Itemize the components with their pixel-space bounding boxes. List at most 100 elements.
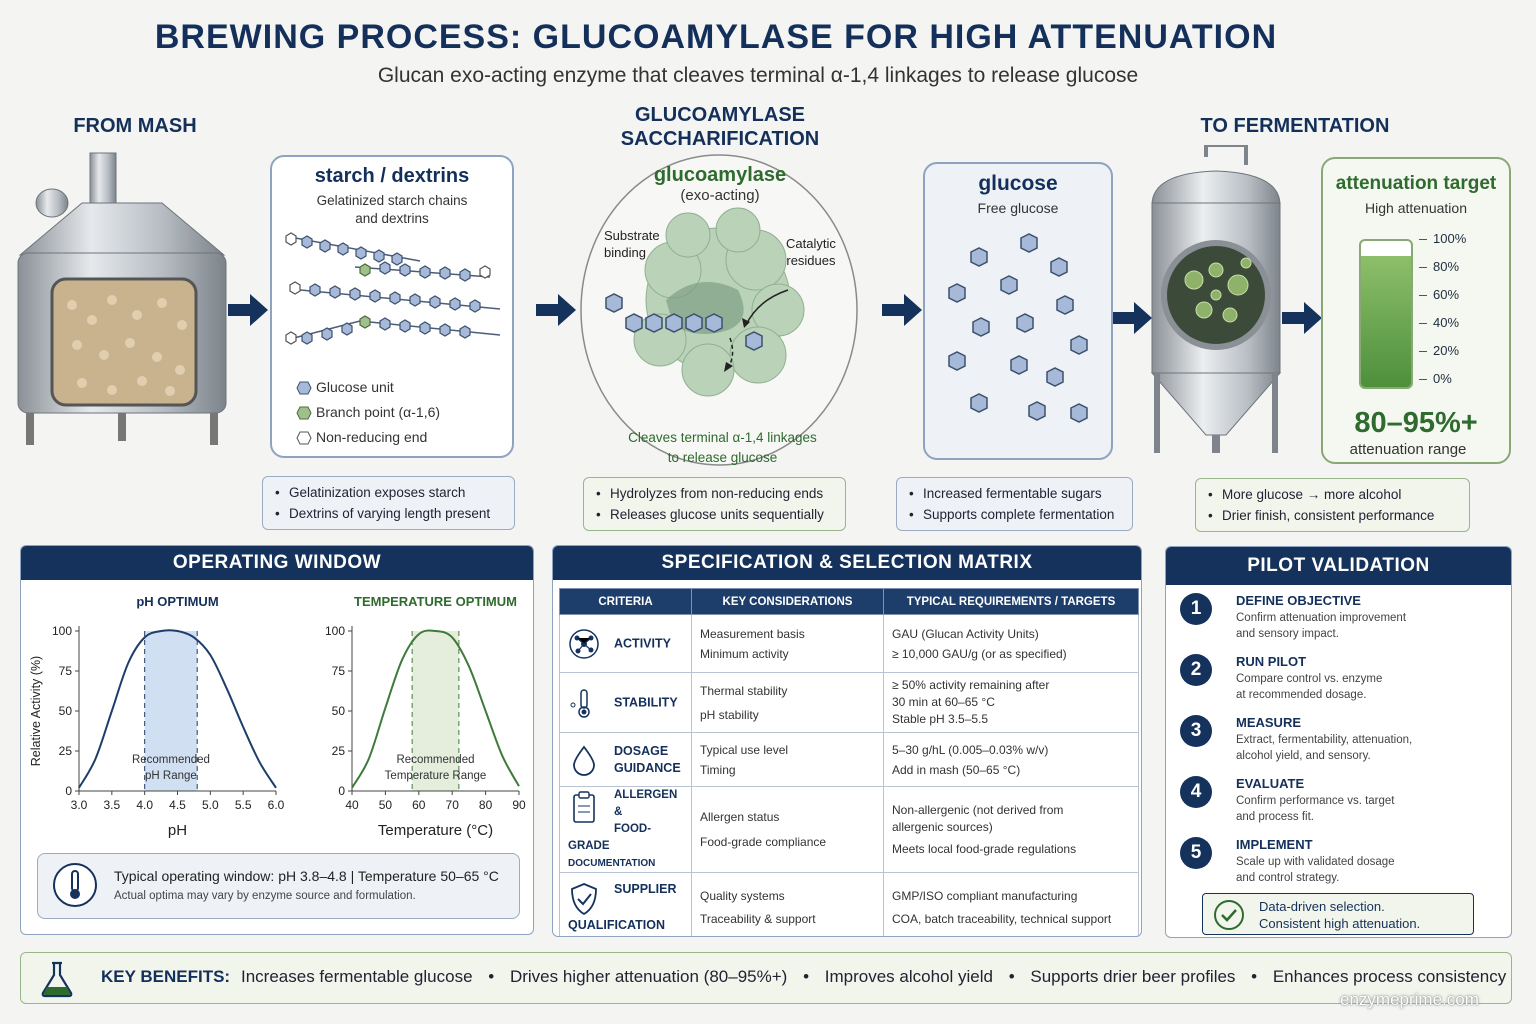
flow-arrow-icon (1112, 302, 1152, 334)
x-tick-label: 40 (345, 798, 359, 812)
x-tick-label: 80 (479, 798, 493, 812)
glucose-card: glucose Free glucose (923, 162, 1113, 460)
fermenter-illustration (1150, 145, 1282, 453)
droplet-icon (573, 745, 595, 776)
y-tick-label: 25 (332, 744, 346, 758)
starch-chains-diagram (285, 232, 501, 345)
column-header: TYPICAL REQUIREMENTS / TARGETS (883, 588, 1139, 615)
operating-window-caveat: Actual optima may vary by enzyme source … (114, 890, 416, 902)
pilot-conclusion: Data-driven selection.Consistent high at… (1202, 893, 1474, 935)
y-tick-label: 100 (325, 624, 345, 638)
y-tick-label: 100 (52, 624, 72, 638)
glucose-title: glucose (978, 172, 1058, 195)
benefit-item: Enhances process consistency (1272, 967, 1507, 986)
enzyme-notes: Hydrolyzes from non-reducing endsRelease… (583, 477, 846, 531)
activity-curve (78, 629, 277, 789)
flow-arrow-icon (882, 294, 922, 326)
mash-tun-illustration (17, 152, 227, 445)
x-tick-label: 4.0 (136, 798, 153, 812)
end-hexagon-icon (296, 431, 312, 445)
x-tick-label: 5.0 (202, 798, 219, 812)
attenuation-scale: 100% 80% 60% 40% 20% 0% (1419, 231, 1489, 389)
spec-matrix-table: CRITERIA KEY CONSIDERATIONS TYPICAL REQU… (559, 588, 1139, 936)
x-tick-label: 90 (512, 798, 526, 812)
spec-matrix-header: SPECIFICATION & SELECTION MATRIX (553, 546, 1141, 580)
attenuation-value-label: attenuation range (1349, 441, 1467, 458)
benefit-item: Drives higher attenuation (80–95%+) (509, 967, 788, 986)
column-header: CRITERIA (559, 588, 692, 615)
starch-title: starch / dextrins (314, 165, 470, 187)
target-cell: GAU (Glucan Activity Units)≥ 10,000 GAU/… (883, 614, 1139, 673)
x-tick-label: 5.5 (235, 798, 252, 812)
benefit-item: Supports drier beer profiles (1030, 967, 1236, 986)
band-label: Temperature Range (385, 770, 487, 782)
attenuation-title: attenuation target (1335, 173, 1497, 194)
pilot-validation-header: PILOT VALIDATION (1166, 547, 1511, 585)
recommended-band (144, 631, 198, 791)
attenuation-card: attenuation target High attenuation 100%… (1321, 157, 1511, 464)
x-tick-label: 4.5 (169, 798, 186, 812)
pilot-validation-panel: PILOT VALIDATION 1 DEFINE OBJECTIVE Conf… (1165, 546, 1512, 938)
spec-matrix-panel: SPECIFICATION & SELECTION MATRIX CRITERI… (552, 545, 1142, 937)
benefit-item: Improves alcohol yield (824, 967, 993, 986)
x-tick-label: 3.0 (71, 798, 88, 812)
attenuation-description: High attenuation (1365, 200, 1467, 216)
attenuation-value: 80–95%+ (1354, 407, 1478, 439)
x-axis-label: Temperature (°C) (378, 822, 493, 839)
criteria-cell: STABILITY (559, 672, 692, 733)
x-tick-label: 50 (379, 798, 393, 812)
y-tick-label: 50 (332, 704, 346, 718)
flow-arrow-icon (1282, 302, 1322, 334)
enzyme-heading: glucoamylase (exo-acting) (653, 164, 787, 204)
x-tick-label: 3.5 (103, 798, 120, 812)
shield-check-icon (571, 883, 597, 916)
y-tick-label: 75 (332, 664, 346, 678)
key-benefits-label: KEY BENEFITS: (101, 967, 231, 986)
y-axis-label: Relative Activity (%) (29, 656, 43, 766)
check-circle-icon (1214, 900, 1244, 930)
matrix-header-row: CRITERIA KEY CONSIDERATIONS TYPICAL REQU… (559, 588, 1139, 615)
mash-label: FROM MASH (73, 115, 197, 137)
x-tick-label: 70 (446, 798, 460, 812)
glucose-notes: Increased fermentable sugarsSupports com… (896, 477, 1133, 531)
x-axis-label: pH (168, 822, 187, 839)
legend-branch-point: Branch point (α-1,6) (292, 400, 502, 425)
enzyme-illustration (580, 154, 858, 466)
chart-title: pH OPTIMUM (136, 594, 218, 609)
y-tick-label: 0 (338, 784, 345, 798)
key-benefits-bar: KEY BENEFITS: Increases fermentable gluc… (20, 952, 1512, 1004)
band-label: Recommended (397, 754, 475, 766)
column-header: KEY CONSIDERATIONS (691, 588, 884, 615)
recommended-band (412, 631, 459, 791)
operating-window-summary: Typical operating window: pH 3.8–4.8 | T… (114, 868, 499, 884)
legend-non-reducing-end: Non-reducing end (292, 425, 502, 450)
x-tick-label: 60 (412, 798, 426, 812)
attenuation-gauge (1359, 239, 1413, 389)
operating-window-note: Typical operating window: pH 3.8–4.8 | T… (37, 853, 520, 919)
y-tick-label: 25 (59, 744, 73, 758)
benefit-item: Increases fermentable glucose (241, 967, 473, 986)
glucose-description: Free glucose (977, 200, 1059, 216)
molecule-icon (569, 628, 599, 659)
glucose-hexagon-icon (296, 381, 312, 395)
